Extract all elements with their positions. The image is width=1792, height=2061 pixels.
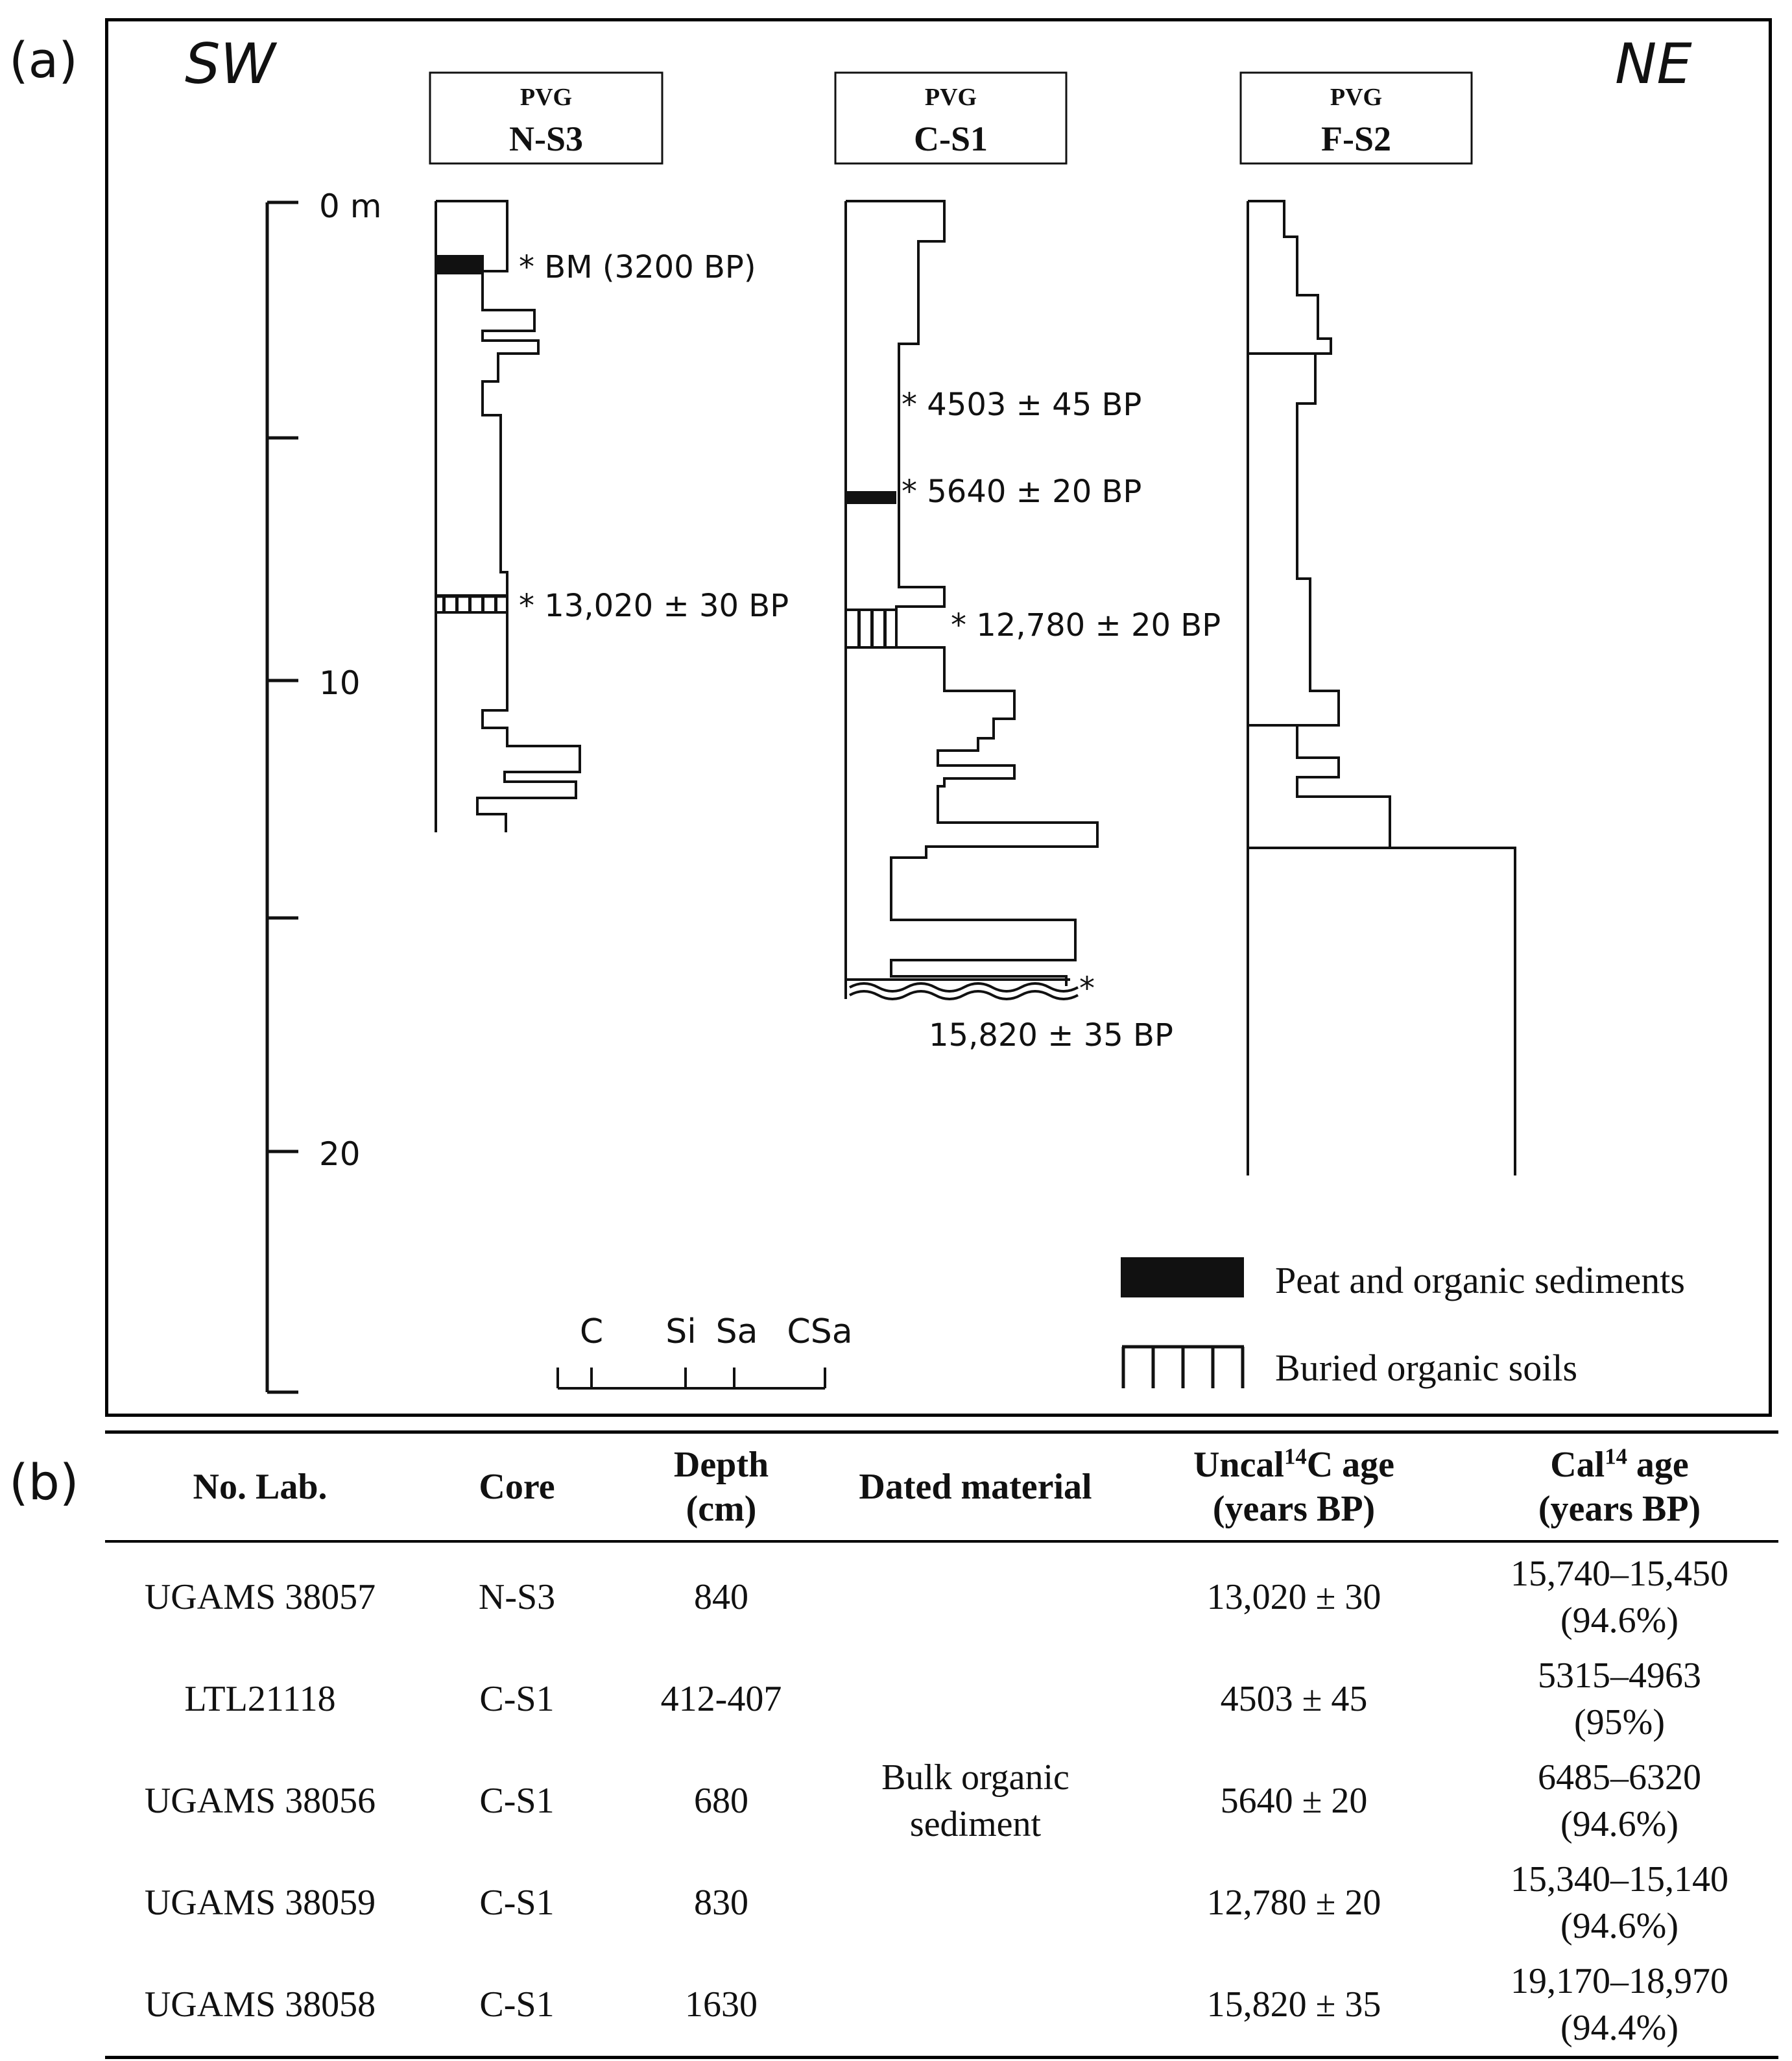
- peat-layer: [435, 255, 484, 274]
- cell-uncal: 13,020 ± 30: [1206, 1576, 1381, 1617]
- cell-core: C-S1: [479, 1882, 555, 1923]
- cell-cal: 15,740–15,450(94.6%): [1511, 1553, 1728, 1641]
- panel-a-frame: [105, 18, 1772, 1417]
- grain-label-si: Si: [665, 1312, 696, 1351]
- radiocarbon-dates-table: No. Lab. Core Depth(cm) Dated material U…: [105, 1430, 1778, 2059]
- cell-uncal: 5640 ± 20: [1220, 1780, 1368, 1821]
- orientation-sw: SW: [185, 32, 278, 97]
- core-prefix: PVG: [925, 84, 977, 111]
- peat-layer: [846, 491, 896, 504]
- cell-uncal: 15,820 ± 35: [1206, 1984, 1381, 2025]
- date-c-s1-15820: 15,820 ± 35 BP: [929, 1017, 1173, 1054]
- panel-label-b: (b): [9, 1453, 79, 1511]
- cell-depth: 680: [694, 1780, 748, 1821]
- grain-label-sa: Sa: [716, 1312, 758, 1351]
- cell-uncal: 12,780 ± 20: [1206, 1882, 1381, 1923]
- cell-core: N-S3: [478, 1576, 556, 1617]
- depth-label-0m: 0 m: [319, 187, 381, 225]
- cell-depth: 1630: [685, 1984, 758, 2025]
- grain-label-csa: CSa: [787, 1312, 852, 1351]
- cell-cal: 15,340–15,140(94.6%): [1511, 1859, 1728, 1946]
- stratigraphic-logs-diagram: SW NE PVG N-S3 PVG C-S1 PVG F-S2 0 m 10 …: [185, 32, 1692, 1394]
- core-log-n-s3: [435, 200, 581, 832]
- cell-core: C-S1: [479, 1780, 555, 1821]
- grain-size-scale: [556, 1368, 826, 1390]
- cell-cal: 19,170–18,970(94.4%): [1511, 1960, 1728, 2048]
- core-header-n-s3: PVG N-S3: [429, 71, 663, 165]
- cell-core: C-S1: [479, 1678, 555, 1719]
- depth-label-20: 20: [319, 1135, 361, 1173]
- buried-soil-layer: [435, 596, 508, 614]
- cell-lab: UGAMS 38056: [144, 1780, 376, 1821]
- core-name: N-S3: [509, 119, 583, 158]
- depth-label-10: 10: [319, 664, 361, 702]
- cell-depth: 412-407: [660, 1678, 782, 1719]
- orientation-ne: NE: [1615, 32, 1692, 97]
- wavy-layer: [846, 978, 1079, 1000]
- cell-depth: 840: [694, 1576, 748, 1617]
- cell-lab: UGAMS 38059: [144, 1882, 376, 1923]
- core-prefix: PVG: [1330, 84, 1382, 111]
- header-depth: Depth(cm): [673, 1444, 769, 1529]
- legend-peat-label: Peat and organic sediments: [1275, 1259, 1685, 1301]
- cell-uncal: 4503 ± 45: [1220, 1678, 1368, 1719]
- core-header-f-s2: PVG F-S2: [1239, 71, 1473, 165]
- header-cal-age: Cal14 age(years BP): [1538, 1443, 1701, 1529]
- table-row: UGAMS 38059 C-S1 830 12,780 ± 20 15,340–…: [105, 1852, 1778, 1954]
- cell-cal: 6485–6320(94.6%): [1538, 1757, 1701, 1844]
- date-c-s1-5640: * 5640 ± 20 BP: [902, 474, 1141, 510]
- header-core: Core: [479, 1466, 555, 1507]
- cell-lab: UGAMS 38057: [144, 1576, 376, 1617]
- table-row: UGAMS 38056 C-S1 680 5640 ± 20 6485–6320…: [105, 1750, 1778, 1852]
- legend-buried-soil-label: Buried organic soils: [1275, 1347, 1577, 1389]
- table-row: LTL21118 C-S1 412-407 4503 ± 45 5315–496…: [105, 1648, 1778, 1750]
- cell-lab: UGAMS 38058: [144, 1984, 376, 2025]
- cell-cal: 5315–4963(95%): [1538, 1655, 1701, 1742]
- core-prefix: PVG: [520, 84, 572, 111]
- panel-label-a: (a): [9, 31, 78, 89]
- core-name: C-S1: [914, 119, 988, 158]
- core-name: F-S2: [1321, 119, 1391, 158]
- date-c-s1-4503: * 4503 ± 45 BP: [902, 387, 1141, 423]
- core-log-c-s1: [844, 200, 1099, 1000]
- cell-lab: LTL21118: [184, 1678, 336, 1719]
- table-header-row: No. Lab. Core Depth(cm) Dated material U…: [105, 1432, 1778, 1541]
- cell-core: C-S1: [479, 1984, 555, 2025]
- grain-label-c: C: [580, 1312, 603, 1351]
- legend-buried-soil-swatch: [1121, 1345, 1245, 1388]
- depth-scale: [265, 200, 298, 1394]
- legend-peat-swatch: [1121, 1257, 1244, 1297]
- legend: Peat and organic sediments Buried organi…: [1121, 1257, 1685, 1389]
- date-c-s1-12780: * 12,780 ± 20 BP: [951, 607, 1221, 644]
- date-n-s3-bm: * BM (3200 BP): [519, 249, 756, 285]
- header-uncal-age: Uncal14C age(years BP): [1193, 1443, 1394, 1529]
- header-lab: No. Lab.: [193, 1466, 328, 1507]
- date-c-s1-star: *: [1079, 970, 1095, 1007]
- core-header-c-s1: PVG C-S1: [834, 71, 1068, 165]
- header-material: Dated material: [859, 1466, 1092, 1507]
- date-n-s3-13020: * 13,020 ± 30 BP: [519, 588, 789, 624]
- buried-soil-layer: [850, 610, 892, 647]
- cell-depth: 830: [694, 1882, 748, 1923]
- core-log-f-s2: [1247, 200, 1516, 1175]
